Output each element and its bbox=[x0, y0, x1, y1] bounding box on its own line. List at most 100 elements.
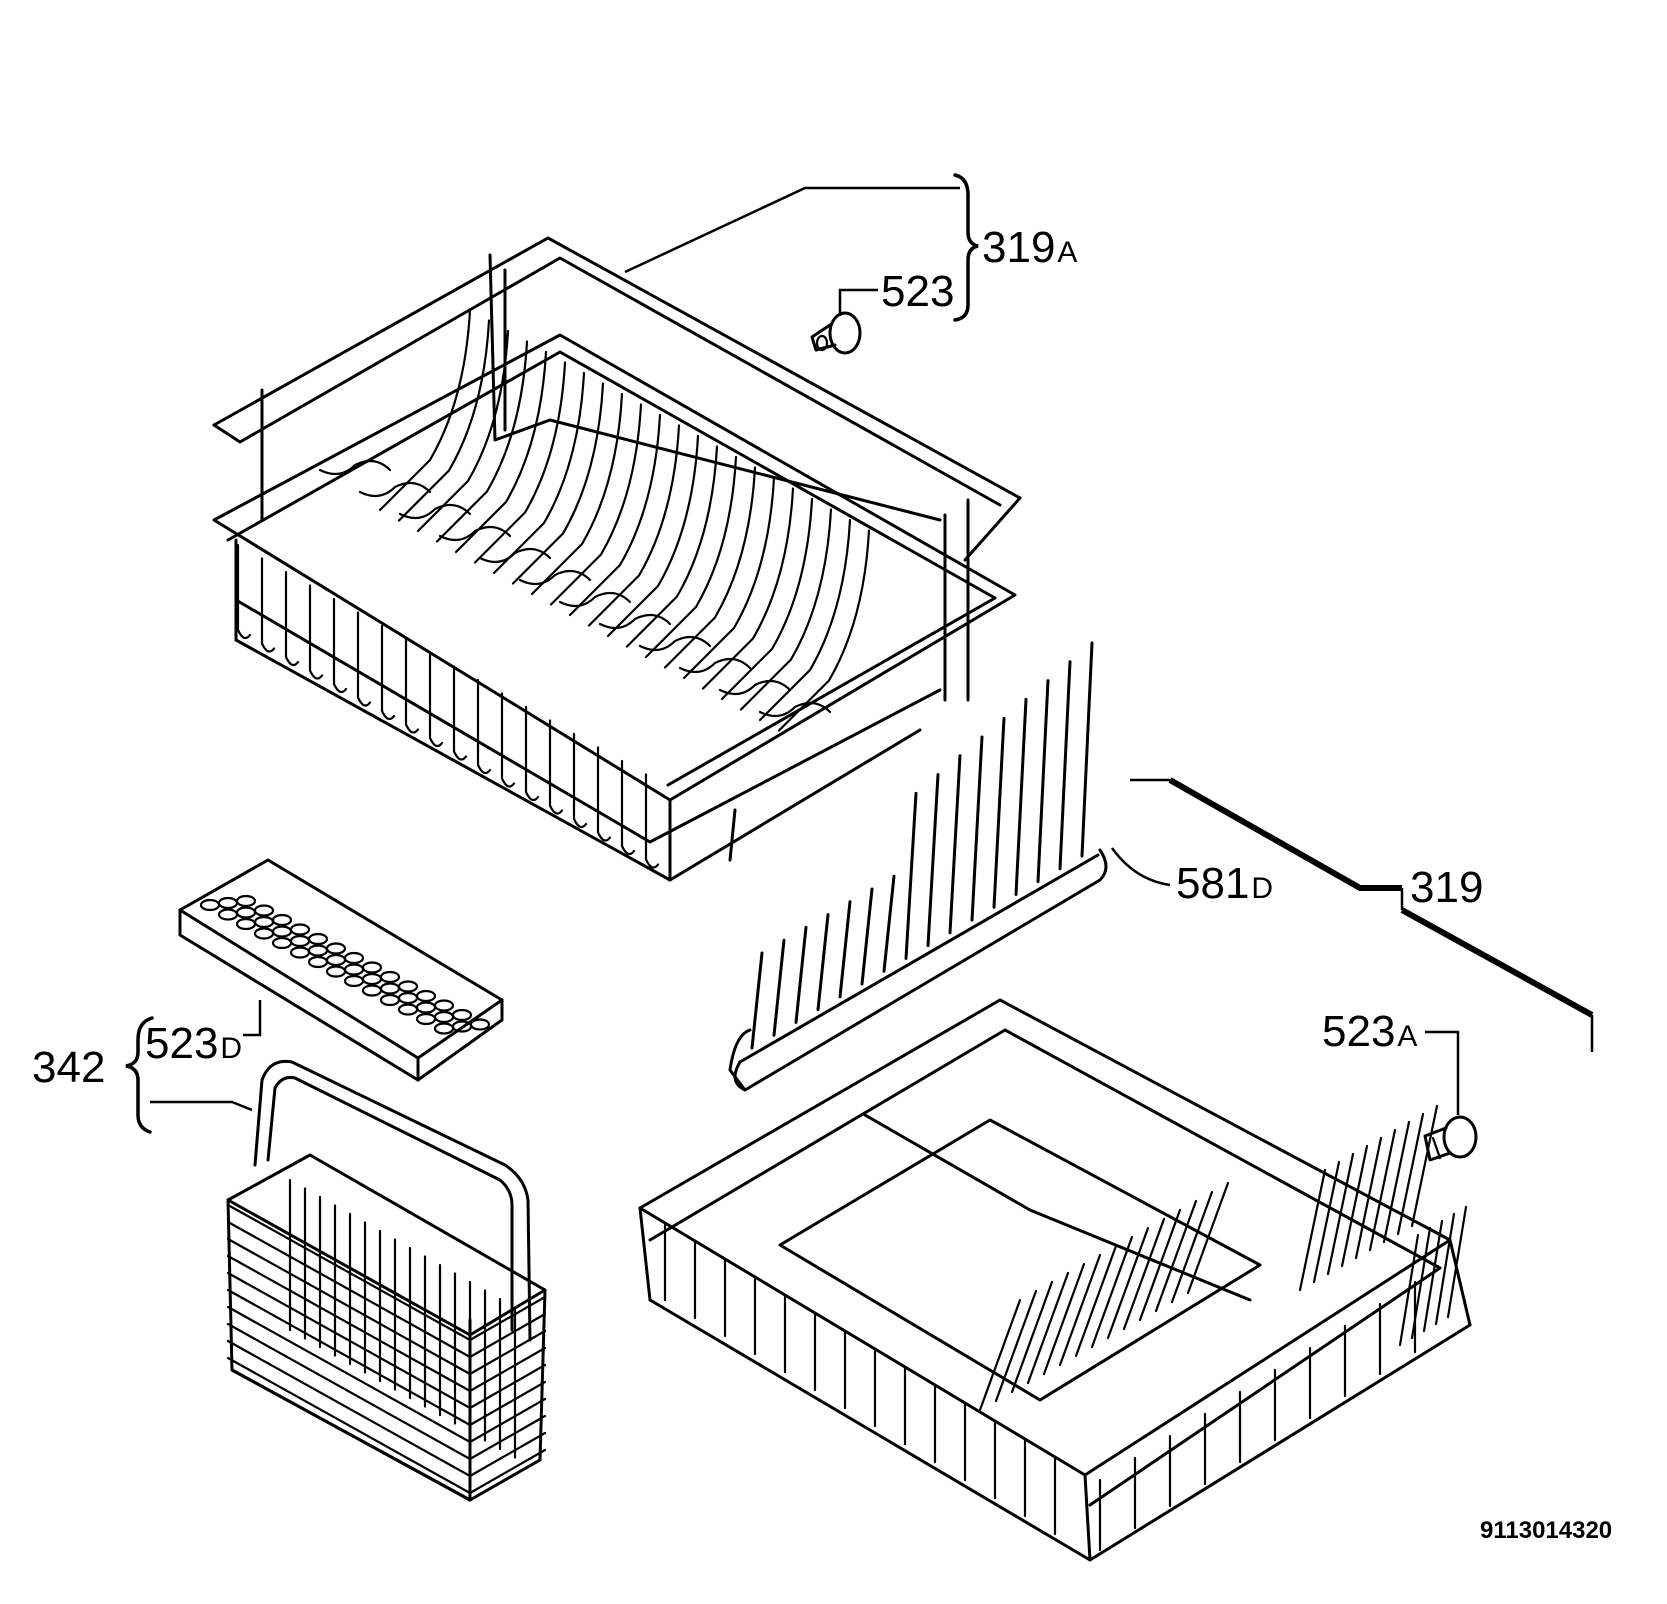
upper-tine bbox=[587, 424, 681, 627]
lid-hole bbox=[469, 1018, 491, 1031]
lid-hole bbox=[361, 961, 383, 974]
basket-layer bbox=[226, 1356, 547, 1495]
cutlery-lid bbox=[178, 858, 504, 1082]
lower-tine bbox=[994, 1289, 1038, 1403]
lid-hole bbox=[307, 944, 329, 957]
cutlery-lid-holes bbox=[199, 894, 491, 1035]
upper-tine bbox=[758, 518, 852, 722]
upper-wave bbox=[518, 569, 592, 586]
lid-hole bbox=[253, 927, 275, 940]
lower-basket-rods bbox=[663, 1223, 1417, 1552]
lid-hole bbox=[199, 898, 221, 912]
lower-tine bbox=[1298, 1168, 1327, 1292]
lid-hole bbox=[361, 984, 383, 997]
lid-hole bbox=[433, 999, 455, 1012]
upper-tine bbox=[701, 487, 795, 690]
upper-wave bbox=[398, 503, 472, 520]
upper-basket bbox=[212, 236, 1022, 882]
lower-tine bbox=[1410, 1226, 1432, 1340]
upper-rod bbox=[596, 746, 612, 842]
upper-wave bbox=[758, 701, 832, 718]
upper-tine bbox=[606, 434, 700, 638]
upper-rod bbox=[284, 570, 300, 667]
lower-basket-tines bbox=[978, 1104, 1468, 1412]
upper-wave bbox=[358, 481, 432, 498]
upper-rod bbox=[452, 665, 468, 761]
lid-hole bbox=[271, 913, 293, 927]
upper-tine bbox=[625, 445, 719, 648]
upper-rod bbox=[548, 719, 564, 815]
lower-tine bbox=[1074, 1244, 1118, 1358]
rack-tine bbox=[1036, 679, 1050, 884]
rack-tine bbox=[948, 754, 962, 935]
rack-tine bbox=[860, 887, 874, 986]
lid-hole bbox=[343, 951, 365, 965]
lid-hole bbox=[235, 917, 257, 931]
upper-tine bbox=[416, 329, 510, 533]
lower-tine bbox=[1446, 1205, 1468, 1319]
upper-rod bbox=[236, 543, 252, 640]
rack-tine bbox=[970, 735, 984, 922]
upper-rod bbox=[260, 557, 276, 653]
label-lower-basket: 319 bbox=[1410, 863, 1483, 912]
lid-hole bbox=[253, 915, 275, 929]
lower-basket bbox=[638, 998, 1472, 1562]
upper-tine bbox=[568, 413, 662, 617]
upper-tine bbox=[663, 466, 757, 669]
lower-tine bbox=[1368, 1128, 1397, 1252]
upper-rod bbox=[644, 773, 660, 869]
lid-hole bbox=[289, 923, 311, 936]
rack-tine bbox=[926, 773, 940, 948]
upper-wave bbox=[558, 591, 632, 608]
lid-hole bbox=[235, 894, 257, 908]
cutlery-basket-grid bbox=[288, 1178, 517, 1459]
label-cutlery-set: 342 bbox=[32, 1043, 105, 1092]
lower-tine bbox=[1154, 1199, 1198, 1313]
lid-hole bbox=[307, 955, 329, 969]
upper-rod bbox=[500, 692, 516, 788]
lid-hole bbox=[325, 953, 347, 967]
lid-hole bbox=[217, 908, 239, 921]
lid-hole bbox=[289, 946, 311, 959]
label-upper-basket: 319A bbox=[982, 223, 1077, 272]
lower-tine bbox=[1422, 1219, 1444, 1333]
upper-tine bbox=[777, 529, 871, 732]
upper-tine bbox=[454, 350, 548, 554]
rack-tine bbox=[882, 874, 896, 973]
lower-tine bbox=[1326, 1152, 1355, 1276]
part-labels: 319A 523 581D 319 523A 523D 342 91130143… bbox=[32, 223, 1612, 1544]
lid-hole bbox=[379, 970, 401, 984]
upper-wave bbox=[678, 657, 752, 674]
rack-tine bbox=[772, 938, 786, 1037]
lid-hole bbox=[343, 974, 365, 988]
upper-rod bbox=[380, 624, 396, 721]
upper-wave bbox=[318, 459, 392, 476]
rack-tine bbox=[794, 925, 808, 1024]
lid-hole bbox=[451, 1008, 473, 1022]
lower-tine bbox=[1186, 1181, 1230, 1295]
lower-tine bbox=[1382, 1120, 1411, 1244]
upper-rod bbox=[428, 651, 444, 748]
lid-hole bbox=[379, 993, 401, 1007]
lid-hole bbox=[397, 991, 419, 1005]
upper-tine bbox=[720, 497, 814, 701]
cutlery-basket-layers bbox=[226, 1203, 547, 1495]
lid-hole bbox=[271, 925, 293, 938]
lower-wheel bbox=[1423, 1115, 1478, 1162]
upper-rod bbox=[356, 611, 372, 707]
lower-tine bbox=[1106, 1226, 1150, 1340]
rack-tine bbox=[838, 900, 852, 999]
upper-tine bbox=[530, 392, 624, 596]
upper-rod bbox=[404, 638, 420, 734]
lower-tine bbox=[1138, 1208, 1182, 1322]
upper-tine bbox=[644, 455, 738, 659]
rack-tine bbox=[904, 791, 918, 960]
lower-tine bbox=[1026, 1271, 1070, 1385]
lower-tine bbox=[1312, 1160, 1341, 1284]
upper-tine bbox=[473, 361, 567, 564]
lower-tine bbox=[1434, 1212, 1456, 1326]
basket-layer bbox=[226, 1339, 547, 1478]
basket-layer bbox=[226, 1305, 547, 1444]
lid-hole bbox=[325, 942, 347, 955]
